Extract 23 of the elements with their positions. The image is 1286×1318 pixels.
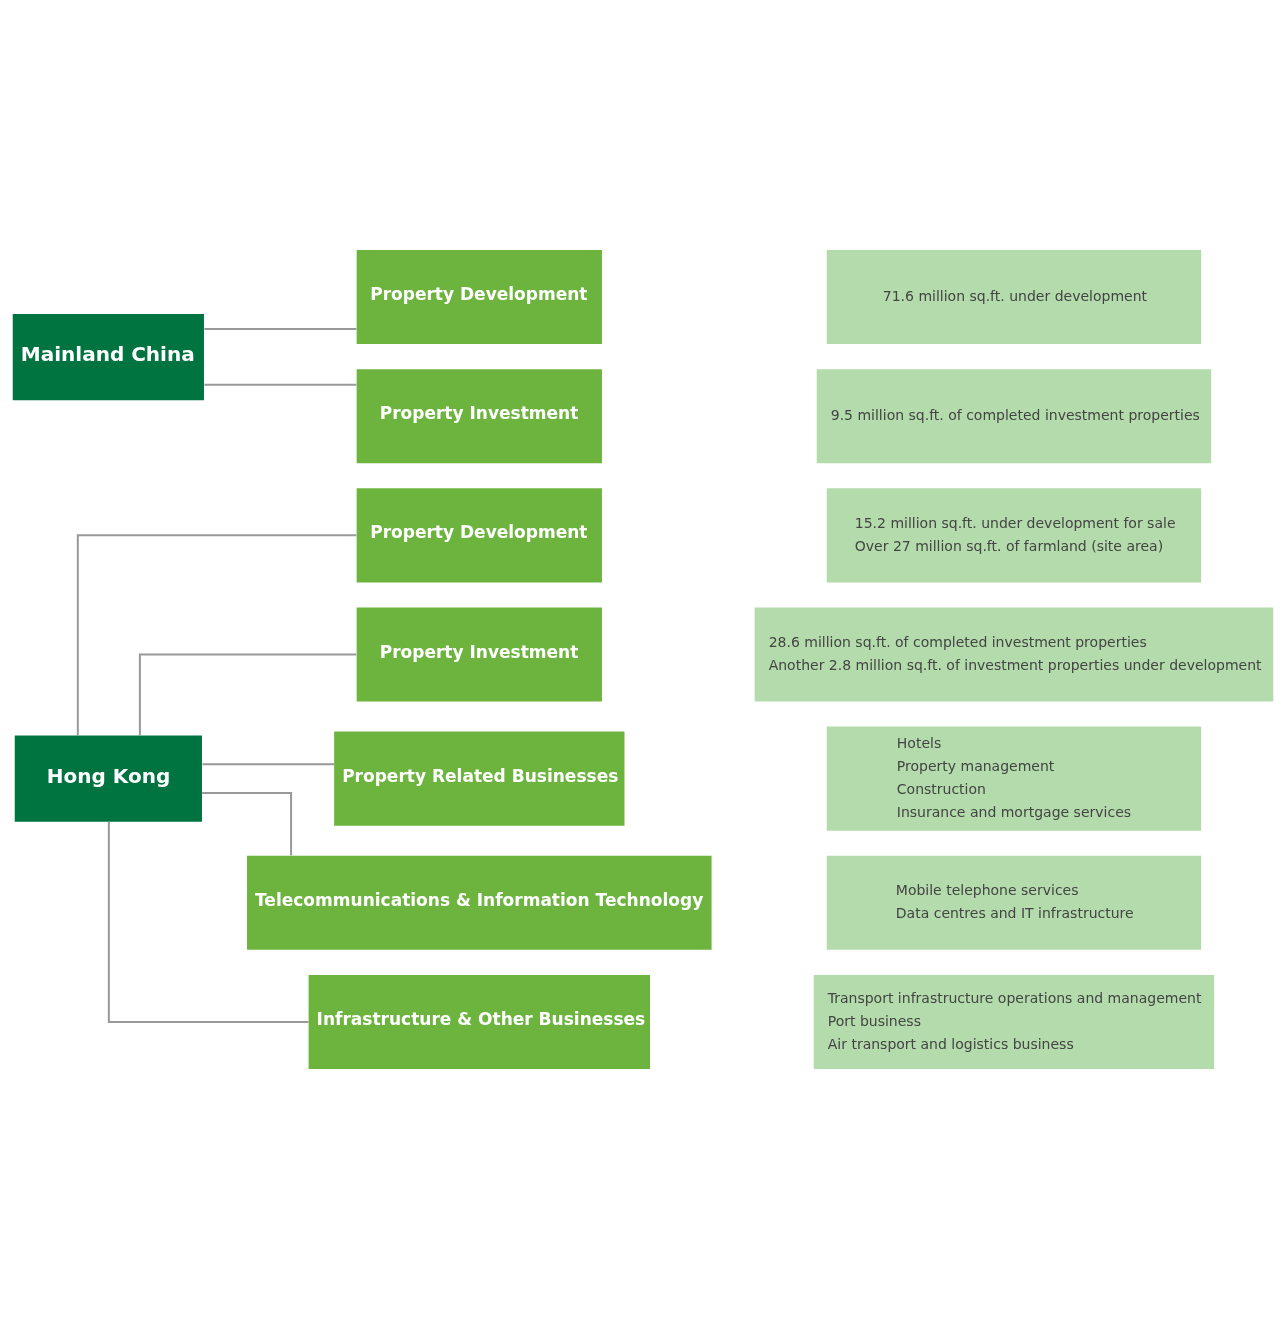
node-box: 28.6 million sq.ft. of completed investment properties Another 2.8 million sq.ft. of investment properties under development	[754, 606, 1274, 702]
node-box: Property Development	[356, 487, 602, 582]
node-box: 9.5 million sq.ft. of completed investment properties	[816, 368, 1212, 463]
node-box: Property Development	[356, 249, 602, 344]
node-box: Property Related Businesses	[334, 731, 625, 826]
connector	[201, 762, 336, 765]
node-box: Hong Kong	[14, 735, 202, 822]
connector	[76, 533, 358, 736]
connector	[201, 791, 293, 857]
node-box: 71.6 million sq.ft. under development	[826, 249, 1202, 344]
node-box: 15.2 million sq.ft. under development for sale Over 27 million sq.ft. of farmland (site area)	[826, 487, 1202, 582]
node-box: Hotels Property management Construction Insurance and mortgage services	[826, 726, 1202, 831]
node-box: Property Investment	[356, 606, 602, 702]
connector	[203, 327, 358, 330]
node-box: Property Investment	[356, 368, 602, 463]
node-box: Telecommunications & Information Technology	[247, 855, 712, 950]
connector	[138, 653, 358, 737]
connector	[203, 383, 358, 386]
node-box: Transport infrastructure operations and management Port business Air transport and logistics business	[813, 974, 1215, 1069]
node-box: Mobile telephone services Data centres and IT infrastructure	[826, 855, 1202, 950]
connector	[107, 820, 310, 1023]
node-box: Mainland China	[12, 313, 204, 400]
node-box: Infrastructure & Other Businesses	[308, 974, 650, 1069]
